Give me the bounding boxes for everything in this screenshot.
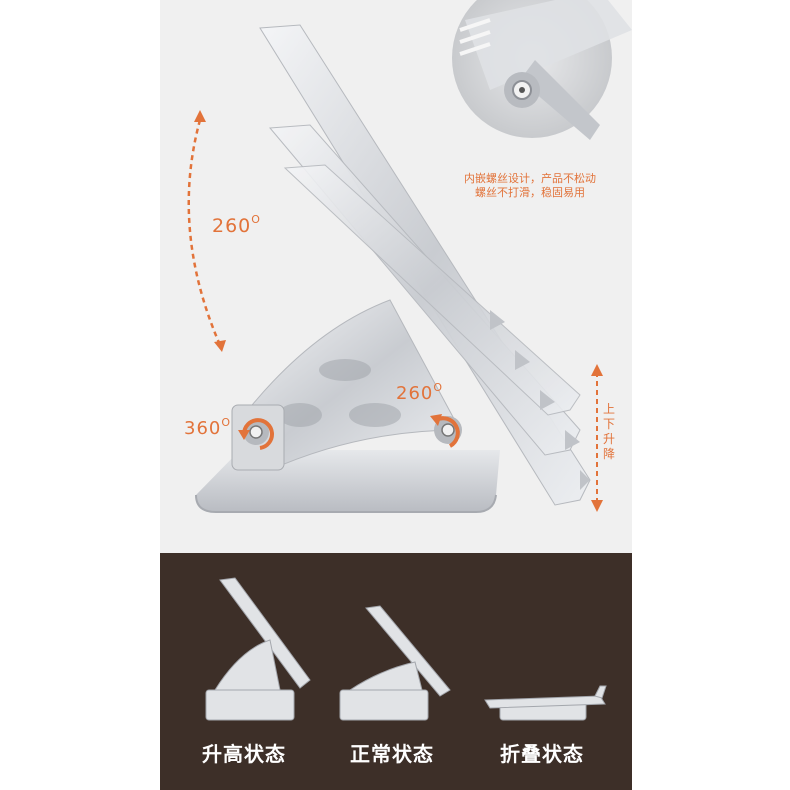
rotation-angle-top: 260O: [212, 213, 261, 237]
rotation-angle-right: 260O: [396, 381, 444, 404]
arrow-head-down-icon: [214, 340, 226, 352]
state-normal-image: [339, 605, 451, 721]
stand-illustration: [187, 0, 632, 721]
rotate-left-icon: [238, 418, 274, 450]
feature-note: 内嵌螺丝设计，产品不松动 螺丝不打滑，稳固易用: [450, 172, 610, 200]
state-folded-image: [484, 685, 607, 721]
rotation-angle-left: 360O: [184, 416, 232, 439]
height-adjust-label: 上下升降: [602, 402, 615, 461]
feature-note-line1: 内嵌螺丝设计，产品不松动: [464, 172, 596, 185]
rotation-arrow: [187, 119, 222, 346]
state-label-raised: 升高状态: [202, 742, 286, 766]
rotate-right-icon: [430, 414, 460, 448]
laptop-tray: [259, 24, 591, 506]
product-panel: 260O 360O 260O 上下升降 内嵌螺丝设计，产品不松动 螺丝不打滑，稳…: [160, 0, 632, 790]
arrow-head-up-icon: [194, 110, 206, 122]
feature-note-line2: 螺丝不打滑，稳固易用: [475, 186, 585, 199]
height-arrow: [591, 364, 603, 512]
state-label-folded: 折叠状态: [500, 742, 584, 766]
screw-detail-zoom: [452, 0, 632, 140]
state-label-normal: 正常状态: [350, 742, 434, 766]
state-raised-image: [205, 577, 311, 721]
